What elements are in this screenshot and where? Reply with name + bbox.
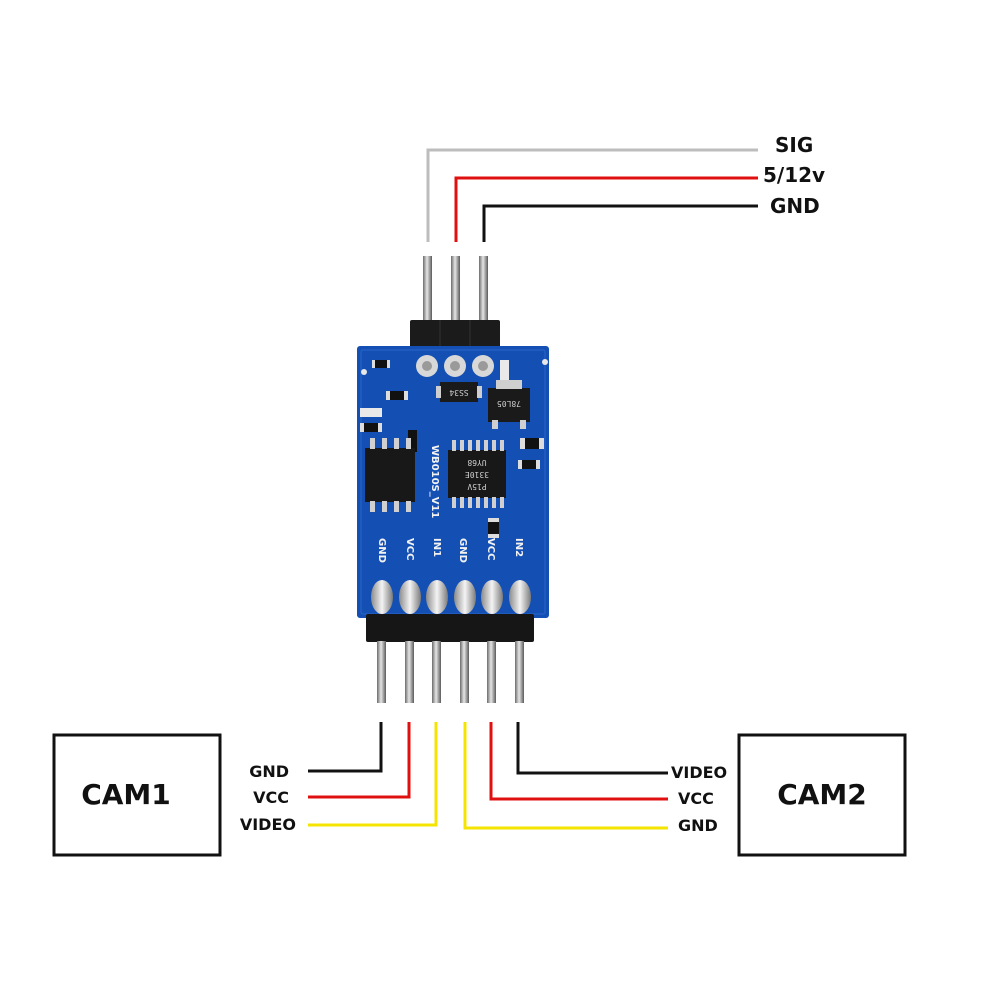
cam1-gnd-wire (308, 722, 383, 773)
top-header (410, 256, 500, 348)
top-wires (426, 148, 758, 242)
pin-label-4: GND (457, 538, 468, 563)
top-pin-3 (479, 256, 488, 326)
cam1-vcc-wire (308, 722, 411, 799)
board-name: WB010S_V11 (429, 445, 440, 518)
gnd-wire-top (482, 204, 758, 242)
left-ic (365, 438, 415, 512)
cam1-title: CAM1 (81, 778, 171, 811)
chip-marking-1: P15V (467, 482, 486, 491)
bottom-wires (308, 722, 668, 830)
cam2-title: CAM2 (777, 778, 867, 811)
top-pin-2 (451, 256, 460, 326)
voltage-regulator: 78L05 (488, 380, 530, 429)
bottom-pin-4 (460, 641, 469, 703)
cam2-block: CAM2 (737, 733, 907, 857)
cam1-gnd-label: GND (249, 762, 289, 781)
pin-label-6: IN2 (513, 538, 524, 557)
top-pin-1 (423, 256, 432, 326)
top-header-plastic (410, 320, 500, 348)
bottom-header (366, 614, 534, 703)
chip-marking-2: 3310E (465, 470, 489, 479)
smd-components (360, 360, 544, 538)
cam1-block: CAM1 (52, 733, 222, 857)
bottom-pin-1 (377, 641, 386, 703)
diode-marking: SS34 (449, 388, 468, 397)
bottom-pin-2 (405, 641, 414, 703)
cam2-vcc-wire (489, 722, 668, 801)
cam2-gnd-wire (463, 722, 668, 830)
bottom-solder-pads (371, 580, 531, 614)
pin-label-1: GND (376, 538, 387, 563)
switch-ic: P15V 3310E UY68 (448, 440, 506, 508)
top-solder-pads (416, 355, 494, 377)
bottom-pin-6 (515, 641, 524, 703)
cam2-video-wire (516, 722, 668, 775)
cam2-gnd-label: GND (678, 816, 718, 835)
power-label: 5/12v (763, 163, 825, 187)
cam1-video-wire (308, 722, 438, 827)
cam1-video-label: VIDEO (240, 815, 296, 834)
regulator-marking: 78L05 (497, 399, 521, 408)
cam1-vcc-label: VCC (253, 788, 289, 807)
pin-label-3: IN1 (431, 538, 442, 557)
power-wire (454, 176, 758, 242)
bottom-header-plastic (366, 614, 534, 642)
pcb-board: SS34 78L05 WB010S_V11 (357, 346, 549, 618)
bottom-pin-3 (432, 641, 441, 703)
pin-label-2: VCC (404, 538, 415, 560)
chip-marking-3: UY68 (467, 458, 486, 467)
gnd-label-top: GND (770, 194, 820, 218)
sig-wire (426, 148, 758, 242)
cam1-box (52, 733, 222, 857)
pcb-pin-labels: GND VCC IN1 GND VCC IN2 (376, 538, 524, 563)
cam2-video-label: VIDEO (671, 763, 727, 782)
cam2-box (737, 733, 907, 857)
diode: SS34 (436, 382, 482, 402)
sig-label: SIG (775, 133, 813, 157)
cam2-vcc-label: VCC (678, 789, 714, 808)
bottom-pin-5 (487, 641, 496, 703)
pin-label-5: VCC (485, 538, 496, 560)
